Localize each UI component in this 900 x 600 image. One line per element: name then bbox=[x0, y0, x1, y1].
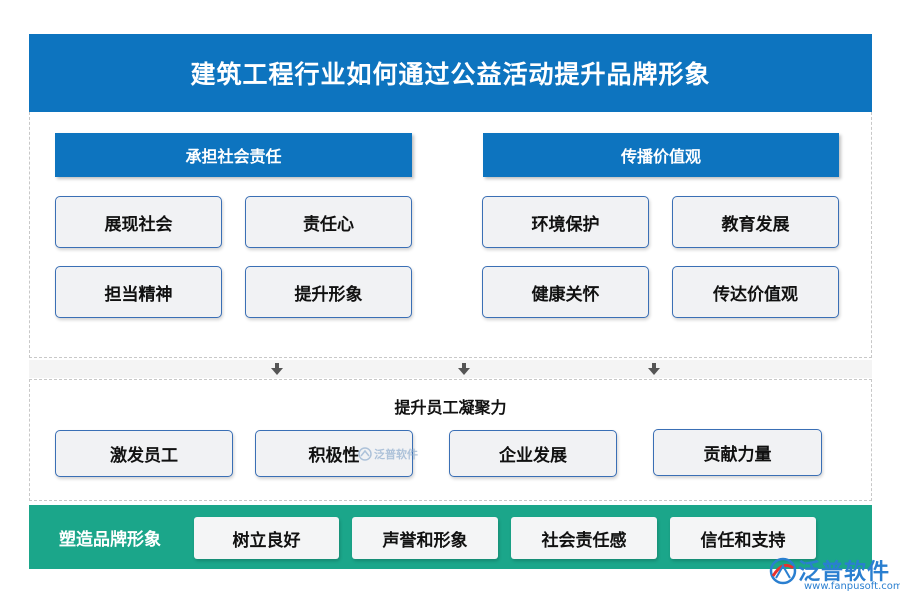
arrow-stem-center bbox=[462, 363, 466, 368]
middle-section-title: 提升员工凝聚力 bbox=[394, 398, 507, 417]
left-item-1: 展现社会 bbox=[55, 196, 222, 248]
down-arrow-icon bbox=[648, 368, 660, 375]
bottom-item-1: 树立良好 bbox=[194, 517, 339, 559]
bottom-section-label: 塑造品牌形象 bbox=[59, 529, 161, 550]
watermark: 泛普软件 bbox=[358, 446, 418, 462]
left-item-2: 责任心 bbox=[245, 196, 412, 248]
right-item-1: 环境保护 bbox=[482, 196, 649, 248]
arrow-stem-right bbox=[652, 363, 656, 368]
middle-item-1: 激发员工 bbox=[55, 430, 233, 477]
watermark-text: 泛普软件 bbox=[374, 448, 418, 461]
right-item-3: 健康关怀 bbox=[482, 266, 649, 318]
left-item-3: 担当精神 bbox=[55, 266, 222, 318]
arrow-band bbox=[29, 360, 872, 378]
bottom-item-3: 社会责任感 bbox=[511, 517, 657, 559]
watermark-logo-icon bbox=[358, 447, 372, 461]
down-arrow-icon bbox=[271, 368, 283, 375]
brand-logo: 泛普软件 www.fanpusoft.com bbox=[768, 554, 900, 598]
brand-url: www.fanpusoft.com bbox=[804, 581, 900, 592]
page-title: 建筑工程行业如何通过公益活动提升品牌形象 bbox=[29, 34, 872, 112]
right-section-title: 传播价值观 bbox=[483, 133, 839, 177]
arrow-stem-left bbox=[275, 363, 279, 368]
middle-item-3: 企业发展 bbox=[449, 430, 617, 477]
left-section-title: 承担社会责任 bbox=[55, 133, 412, 177]
right-item-4: 传达价值观 bbox=[672, 266, 839, 318]
brand-name: 泛普软件 bbox=[798, 560, 891, 585]
down-arrow-icon bbox=[458, 368, 470, 375]
brand-logo-icon bbox=[769, 557, 797, 585]
bottom-item-2: 声誉和形象 bbox=[352, 517, 498, 559]
middle-item-4: 贡献力量 bbox=[653, 429, 822, 476]
right-item-2: 教育发展 bbox=[672, 196, 839, 248]
left-item-4: 提升形象 bbox=[245, 266, 412, 318]
bottom-item-4: 信任和支持 bbox=[670, 517, 816, 559]
middle-item-2: 积极性 bbox=[255, 430, 413, 477]
